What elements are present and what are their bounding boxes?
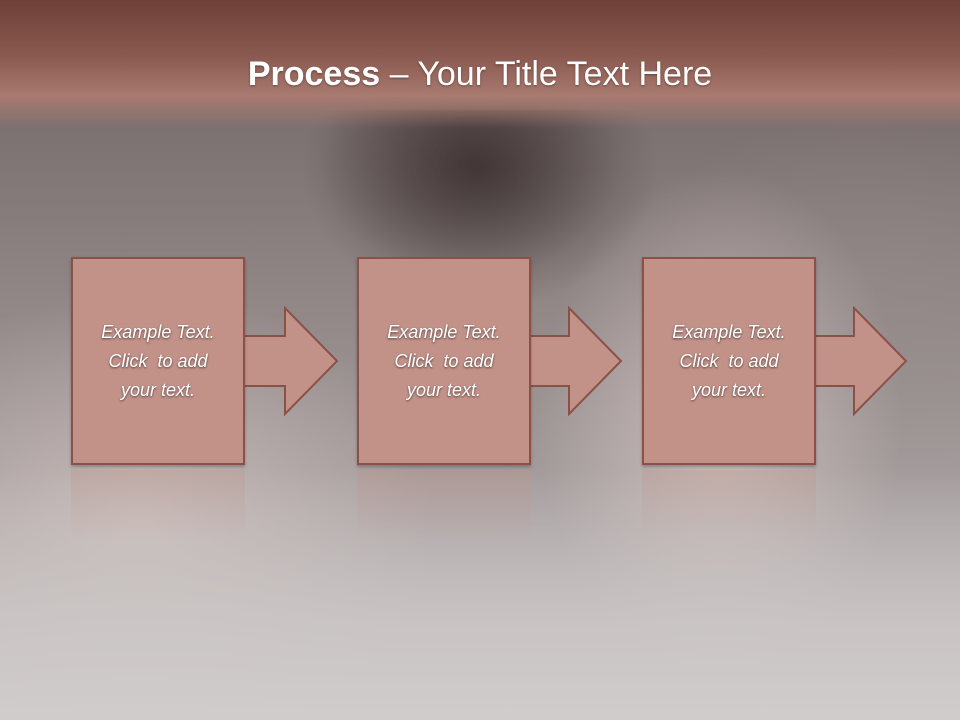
- step-3-arrow-icon: [812, 306, 908, 416]
- step-2-line-2: Click to add: [394, 350, 494, 371]
- title-rest: – Your Title Text Here: [380, 55, 713, 93]
- step-2-line-3: your text.: [406, 379, 482, 400]
- step-2-arrow-icon: [527, 306, 623, 416]
- step-2-reflection: [357, 470, 531, 540]
- title-bold: Process: [247, 55, 381, 93]
- step-3-box[interactable]: Example Text. Click to add your text.: [642, 257, 816, 465]
- step-2-text: Example Text. Click to add your text.: [369, 318, 519, 405]
- step-2-box[interactable]: Example Text. Click to add your text.: [357, 257, 531, 465]
- step-3-line-1: Example Text.: [672, 321, 786, 342]
- background-fade: [0, 470, 960, 720]
- step-3-line-2: Click to add: [679, 350, 779, 371]
- step-1-reflection: [71, 470, 245, 540]
- slide-title[interactable]: Process – Your Title Text Here: [0, 52, 960, 96]
- step-2-line-1: Example Text.: [387, 321, 501, 342]
- step-1-text: Example Text. Click to add your text.: [83, 318, 233, 405]
- step-1-line-3: your text.: [120, 379, 196, 400]
- step-3-line-3: your text.: [691, 379, 767, 400]
- step-1-line-2: Click to add: [108, 350, 208, 371]
- step-1-arrow-icon: [243, 306, 339, 416]
- step-3-reflection: [642, 470, 816, 540]
- step-3-text: Example Text. Click to add your text.: [654, 318, 804, 405]
- title-band: [0, 0, 960, 128]
- step-1-box[interactable]: Example Text. Click to add your text.: [71, 257, 245, 465]
- step-1-line-1: Example Text.: [101, 321, 215, 342]
